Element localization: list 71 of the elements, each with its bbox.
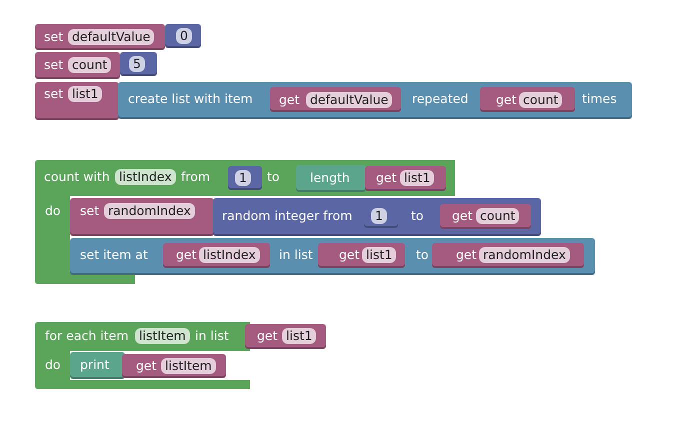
variable-field: list1 <box>362 247 396 263</box>
loop-block <box>35 322 250 389</box>
block-label: get <box>279 91 300 109</box>
block-label: get <box>452 207 473 225</box>
variable-field: count <box>476 208 520 224</box>
block-label: for each item <box>45 327 129 345</box>
number-field: 1 <box>235 170 251 186</box>
block-label: count with <box>44 168 110 186</box>
block-label: get <box>136 357 157 375</box>
number-block <box>120 52 157 76</box>
variable-field: list1 <box>400 170 434 186</box>
block-label: create list with item <box>128 90 253 108</box>
number-field: 1 <box>371 208 387 224</box>
variable-field: listIndex <box>115 169 176 185</box>
get-block <box>163 243 270 268</box>
block-label: length <box>310 169 350 187</box>
get-block <box>480 87 575 112</box>
length-block <box>296 165 366 192</box>
block-label: from <box>181 168 210 186</box>
set-block <box>70 198 214 236</box>
block-label: print <box>80 356 110 374</box>
block-label: times <box>582 90 617 108</box>
block-label: repeated <box>412 90 468 108</box>
variable-field: count <box>519 92 562 108</box>
block-label: get <box>376 169 397 187</box>
get-block <box>318 243 405 268</box>
number-block <box>228 166 262 190</box>
get-block <box>270 87 401 112</box>
set-block <box>35 52 120 79</box>
print-block <box>70 352 125 379</box>
variable-field: listItem <box>161 358 216 374</box>
block-label: set <box>80 202 100 220</box>
get-block <box>245 324 326 349</box>
get-block <box>440 204 531 229</box>
block-label: to <box>411 207 424 225</box>
number-block <box>165 24 201 48</box>
block-label: set item at <box>80 246 148 264</box>
get-block <box>365 166 446 191</box>
set-item-block <box>70 238 595 275</box>
block-label: to <box>267 168 280 186</box>
block-label: get <box>339 246 360 264</box>
block-label: set <box>44 85 64 103</box>
set-block <box>35 82 119 120</box>
block-label: do <box>45 202 61 220</box>
variable-field: listItem <box>135 328 190 344</box>
block-label: in list <box>195 327 229 345</box>
block-label: random integer from <box>222 207 352 225</box>
number-field: 5 <box>129 56 145 72</box>
block-label: set <box>44 56 64 74</box>
variable-field: listIndex <box>199 247 260 263</box>
get-block <box>432 243 584 268</box>
random-integer-block <box>213 198 541 236</box>
variable-field: list1 <box>282 328 316 344</box>
block-label: to <box>416 246 429 264</box>
get-block <box>122 354 226 378</box>
number-field: 0 <box>176 28 192 44</box>
variable-field: defaultValue <box>306 92 392 108</box>
block-label: get <box>456 246 477 264</box>
variable-field: randomIndex <box>479 247 570 263</box>
block-label: get <box>176 246 197 264</box>
variable-field: count <box>68 57 112 73</box>
variable-field: list1 <box>68 86 102 102</box>
variable-field: randomIndex <box>104 203 195 219</box>
block-label: do <box>45 356 61 374</box>
block-label: get <box>496 91 517 109</box>
set-block <box>35 24 165 50</box>
block-label: get <box>257 327 278 345</box>
block-label: in list <box>279 246 313 264</box>
list-block <box>118 82 632 119</box>
variable-field: defaultValue <box>68 29 154 45</box>
block-label: set <box>44 28 64 46</box>
